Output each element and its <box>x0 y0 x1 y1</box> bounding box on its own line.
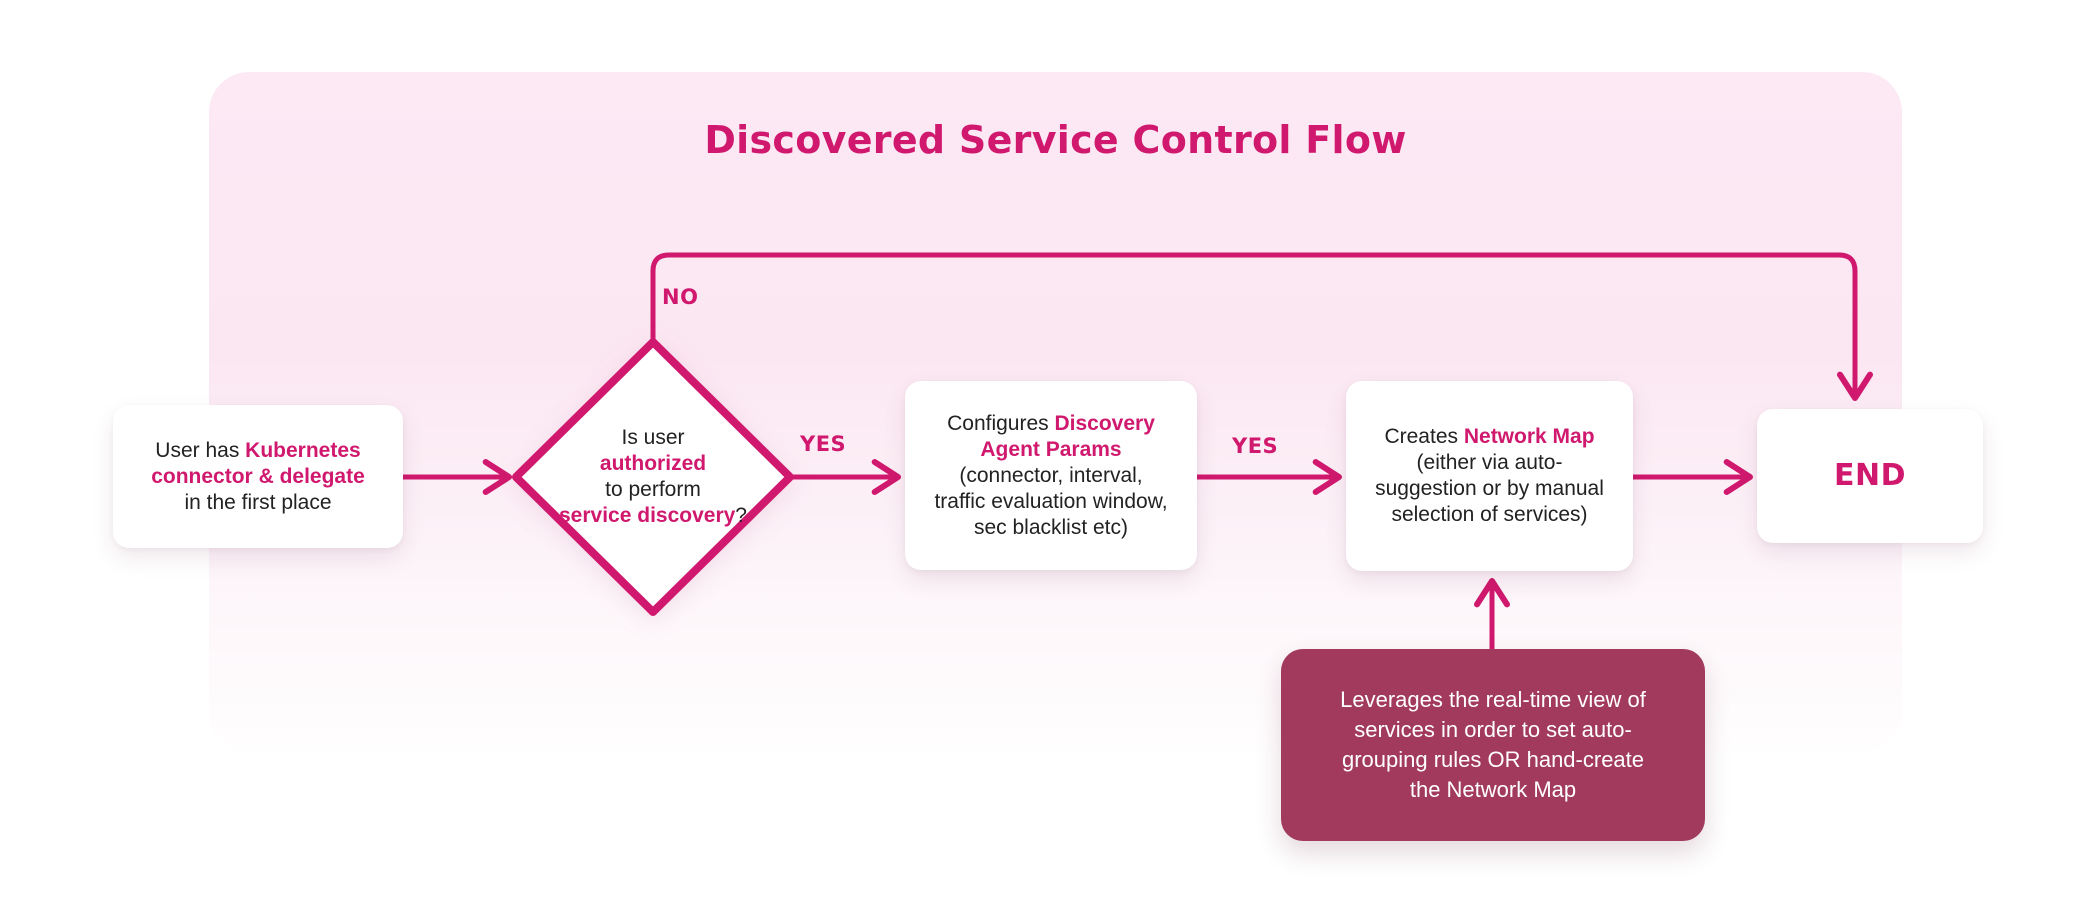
node-end: END <box>1757 409 1983 543</box>
edge-label-yes-configure: YES <box>1232 434 1279 458</box>
decision-diamond-shape <box>512 338 794 616</box>
node-create-network-map: Creates Network Map(either via auto-sugg… <box>1346 381 1633 571</box>
node-create-network-map-text: Creates Network Map(either via auto-sugg… <box>1375 425 1604 526</box>
edge-decision-no-to-end <box>650 252 1873 401</box>
edge-label-no: NO <box>662 285 699 309</box>
page-title: Discovered Service Control Flow <box>704 118 1407 162</box>
node-end-text: END <box>1833 458 1906 493</box>
edge-label-yes-decision: YES <box>800 432 847 456</box>
